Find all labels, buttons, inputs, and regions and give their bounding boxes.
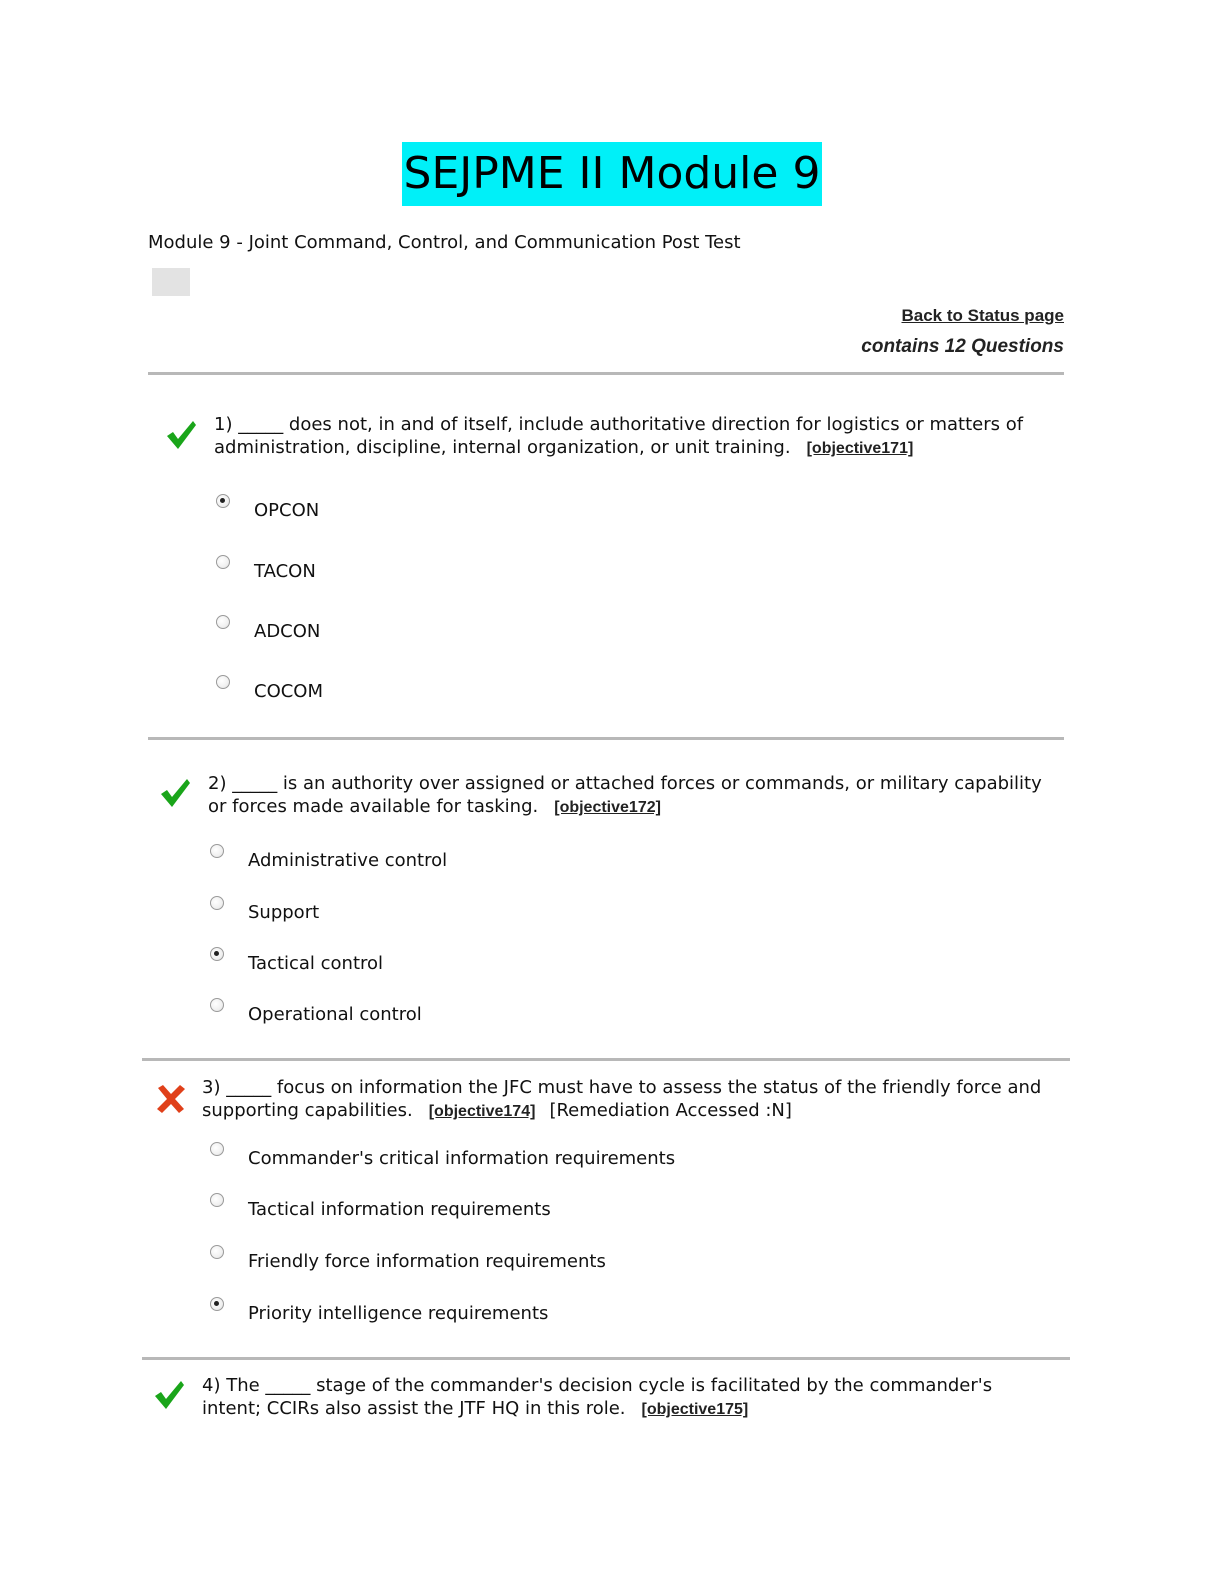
page-title: SEJPME II Module 9 <box>401 142 823 206</box>
option-label: ADCON <box>254 621 321 642</box>
option-label: Operational control <box>248 1004 422 1025</box>
question-3-text: 3) _____ focus on information the JFC mu… <box>202 1076 1052 1123</box>
question-2-text: 2) _____ is an authority over assigned o… <box>208 772 1058 819</box>
option-label: Support <box>248 902 320 923</box>
radio-button[interactable] <box>216 615 230 629</box>
objective-link[interactable]: [objective174] <box>428 1103 536 1120</box>
remediation-status: [Remediation Accessed :N] <box>549 1100 792 1121</box>
test-subtitle: Module 9 - Joint Command, Control, and C… <box>148 232 741 253</box>
question-1-prompt: 1) _____ does not, in and of itself, inc… <box>214 414 1024 458</box>
radio-button[interactable] <box>210 1142 224 1156</box>
objective-link[interactable]: [objective171] <box>806 440 914 457</box>
radio-button[interactable] <box>210 1245 224 1259</box>
question-1-text: 1) _____ does not, in and of itself, inc… <box>214 413 1064 460</box>
option-label: TACON <box>254 561 316 582</box>
option-label: COCOM <box>254 681 324 702</box>
option-label: OPCON <box>254 500 320 521</box>
title-container: SEJPME II Module 9 <box>0 142 1224 206</box>
divider <box>142 1357 1070 1360</box>
radio-button[interactable] <box>210 844 224 858</box>
option-label: Tactical control <box>248 953 384 974</box>
radio-button[interactable] <box>216 555 230 569</box>
radio-button[interactable] <box>210 1193 224 1207</box>
radio-button[interactable] <box>210 998 224 1012</box>
option-label: Tactical information requirements <box>248 1199 551 1220</box>
checkmark-icon <box>155 1381 184 1409</box>
option-label: Priority intelligence requirements <box>248 1303 549 1324</box>
divider <box>148 737 1064 740</box>
objective-link[interactable]: [objective175] <box>641 1401 749 1418</box>
checkmark-icon <box>167 421 196 449</box>
gray-placeholder-box <box>152 268 190 296</box>
question-count: contains 12 Questions <box>861 336 1064 357</box>
objective-link[interactable]: [objective172] <box>554 799 661 816</box>
question-4-text: 4) The _____ stage of the commander's de… <box>202 1374 1052 1421</box>
question-4-prompt: 4) The _____ stage of the commander's de… <box>202 1375 993 1419</box>
option-label: Administrative control <box>248 850 448 871</box>
divider <box>142 1058 1070 1061</box>
radio-button[interactable] <box>216 675 230 689</box>
option-label: Commander's critical information require… <box>248 1148 676 1169</box>
radio-button[interactable] <box>210 947 224 961</box>
checkmark-icon <box>161 779 190 807</box>
divider <box>148 372 1064 375</box>
question-3-prompt: 3) _____ focus on information the JFC mu… <box>202 1077 1042 1121</box>
radio-button[interactable] <box>210 896 224 910</box>
radio-button[interactable] <box>216 494 230 508</box>
question-2-prompt: 2) _____ is an authority over assigned o… <box>208 773 1042 817</box>
option-label: Friendly force information requirements <box>248 1251 606 1272</box>
back-to-status-link[interactable]: Back to Status page <box>901 306 1065 325</box>
radio-button[interactable] <box>210 1297 224 1311</box>
x-mark-icon <box>157 1085 185 1113</box>
